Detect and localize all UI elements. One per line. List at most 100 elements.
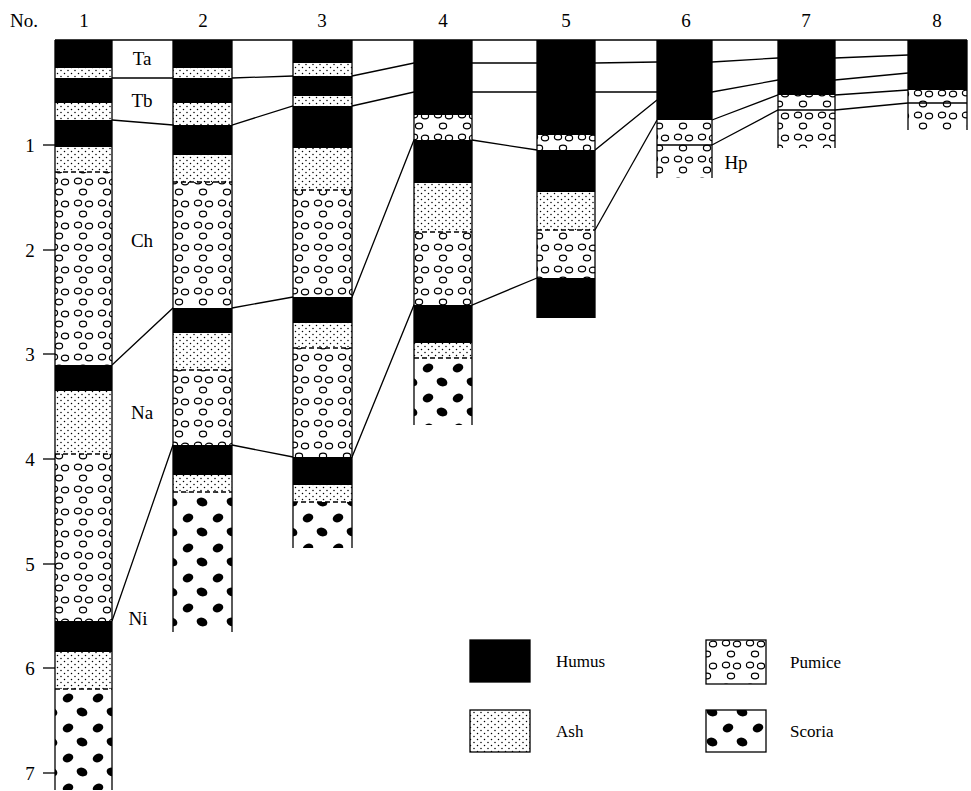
layer-band [537, 40, 595, 135]
depth-tick [43, 144, 55, 145]
solid-contact [778, 109, 835, 110]
strat-column [414, 40, 472, 425]
layer-band [293, 348, 352, 457]
depth-tick [43, 353, 55, 354]
dashed-contact [55, 171, 112, 173]
layer-band [778, 95, 835, 110]
layer-band [173, 68, 232, 78]
strat-column [778, 40, 835, 148]
column-number: 6 [679, 10, 693, 31]
layer-band [173, 445, 232, 475]
layer-band [173, 475, 232, 492]
layer-band [55, 621, 112, 652]
depth-value: 2 [23, 240, 37, 261]
legend-text: Scoria [790, 723, 833, 740]
tephra-name: Na [129, 402, 155, 423]
column-edge [471, 40, 472, 425]
layer-band [293, 457, 352, 485]
layer-band [414, 40, 472, 115]
layer-band [293, 485, 352, 502]
dashed-contact [293, 189, 352, 191]
dashed-contact [293, 501, 352, 503]
dashed-contact [173, 369, 232, 371]
column-edge [351, 40, 352, 548]
layer-band [55, 103, 112, 120]
layer-band [908, 103, 967, 130]
dashed-contact [173, 181, 232, 183]
layer-band [55, 68, 112, 78]
tephra-name: Ch [129, 230, 155, 251]
layer-band [173, 333, 232, 370]
strat-column [908, 40, 967, 130]
column-number: 7 [799, 10, 813, 31]
layer-band [908, 40, 967, 90]
layer-band [55, 147, 112, 172]
dashed-contact [414, 231, 472, 233]
depth-tick [43, 563, 55, 564]
column-edge [413, 40, 414, 425]
layer-band [293, 40, 352, 63]
column-number: 3 [315, 10, 329, 31]
layer-band [414, 232, 472, 305]
layer-band [293, 190, 352, 297]
layer-band [55, 652, 112, 689]
axis-heading: No. [8, 10, 40, 31]
column-edge [594, 40, 595, 318]
layer-band [55, 40, 112, 68]
layer-band [293, 76, 352, 96]
strat-column [537, 40, 595, 318]
column-edge [536, 40, 537, 318]
legend-text: Pumice [790, 654, 841, 671]
layer-band [414, 305, 472, 343]
column-number: 5 [559, 10, 573, 31]
layer-band [55, 689, 112, 790]
layer-band [537, 278, 595, 318]
depth-tick [43, 772, 55, 773]
layer-band [293, 502, 352, 548]
correlation-line [595, 120, 657, 230]
column-edge [111, 40, 112, 790]
layer-band [173, 125, 232, 155]
legend-swatch [706, 640, 766, 684]
column-number: 2 [196, 10, 210, 31]
layer-band [55, 391, 112, 454]
tephra-name: Ni [127, 608, 150, 629]
column-edge [172, 40, 173, 632]
column-number: 1 [77, 10, 91, 31]
layer-band [173, 308, 232, 333]
depth-tick [43, 249, 55, 250]
layer-band [293, 96, 352, 106]
layer-band [778, 110, 835, 148]
depth-tick [43, 667, 55, 668]
strat-column [173, 40, 232, 632]
layer-band [657, 145, 712, 178]
layer-band [537, 135, 595, 150]
depth-tick [43, 458, 55, 459]
legend-text: Humus [556, 653, 605, 670]
dashed-contact [293, 347, 352, 349]
strat-column [657, 40, 712, 178]
column-edge [907, 40, 908, 130]
layer-band [293, 323, 352, 348]
dashed-contact [173, 491, 232, 493]
column-edge [777, 40, 778, 148]
layer-band [55, 172, 112, 365]
column-edge [711, 40, 712, 178]
depth-value: 7 [23, 763, 37, 784]
legend-swatch [470, 640, 530, 682]
column-edge [656, 40, 657, 178]
layer-band [173, 78, 232, 103]
layer-band [173, 155, 232, 182]
layer-band [173, 103, 232, 125]
layer-band [173, 370, 232, 445]
dashed-contact [537, 229, 595, 231]
layer-band [657, 40, 712, 120]
column-edge [231, 40, 232, 632]
column-edge [966, 40, 967, 130]
layer-band [173, 182, 232, 308]
tephra-name: Hp [722, 152, 749, 173]
tephra-name: Ta [131, 48, 154, 69]
column-number: 4 [436, 10, 450, 31]
layer-band [414, 358, 472, 425]
